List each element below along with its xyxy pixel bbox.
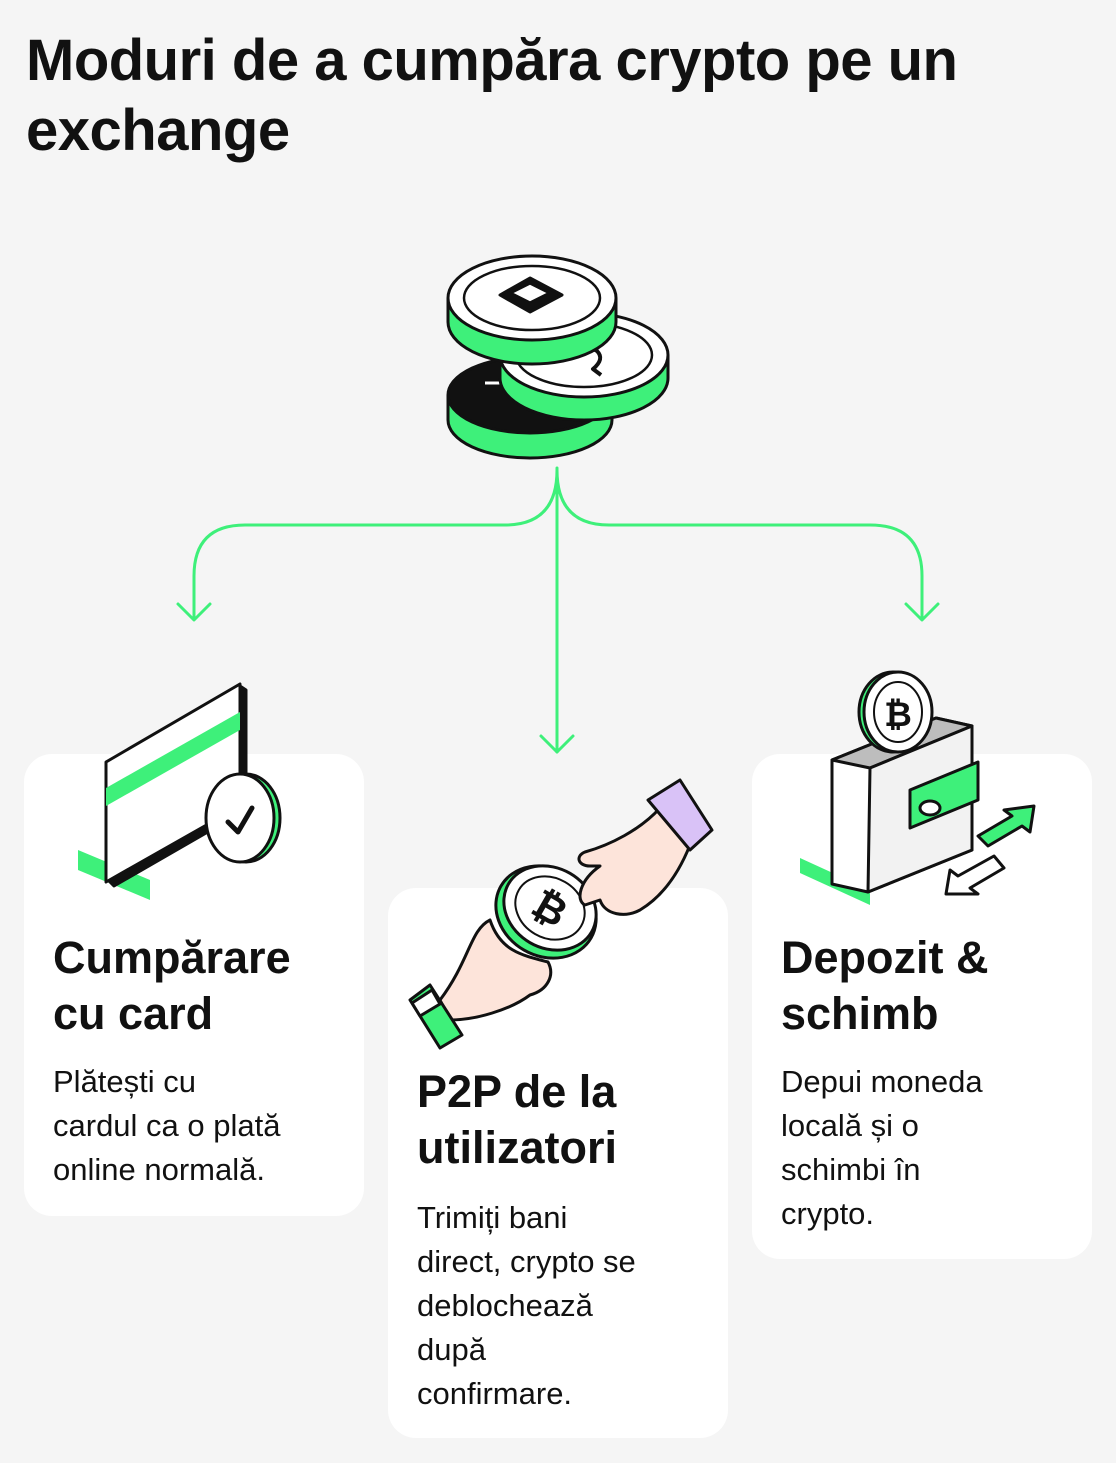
desc-line: direct, crypto se <box>417 1244 636 1279</box>
connector-arrows <box>176 466 940 754</box>
method-desc-p2p: Trimiți bani direct, crypto se deblochea… <box>417 1196 636 1416</box>
method-title-deposit: Depozit & schimb <box>781 930 989 1042</box>
desc-line: deblochează <box>417 1288 593 1323</box>
method-card-p2p <box>388 888 728 1438</box>
method-title-p2p: P2P de la utilizatori <box>417 1064 617 1176</box>
desc-line: Trimiți bani <box>417 1200 568 1235</box>
page-title: Moduri de a cumpăra crypto pe un exchang… <box>26 28 958 163</box>
desc-line: Depui moneda <box>781 1064 983 1099</box>
method-title-line2: schimb <box>781 988 939 1039</box>
method-title-line1: Cumpărare <box>53 932 291 983</box>
desc-line: crypto. <box>781 1196 875 1231</box>
desc-line: cardul ca o plată <box>53 1108 281 1143</box>
desc-line: după <box>417 1332 486 1367</box>
desc-line: online normală. <box>53 1152 265 1187</box>
method-title-line2: utilizatori <box>417 1122 617 1173</box>
desc-line: confirmare. <box>417 1376 573 1411</box>
desc-line: locală și o <box>781 1108 919 1143</box>
credit-card-check-icon <box>78 682 282 900</box>
desc-line: schimbi în <box>781 1152 921 1187</box>
method-desc-deposit: Depui moneda locală și o schimbi în cryp… <box>781 1060 983 1236</box>
wallet-exchange-icon: ₿ <box>800 670 1036 905</box>
desc-line: Plătești cu <box>53 1064 197 1099</box>
method-title-line2: cu card <box>53 988 214 1039</box>
method-title-line1: Depozit & <box>781 932 989 983</box>
crypto-coins-stack-icon <box>446 254 670 460</box>
method-title-card: Cumpărare cu card <box>53 930 291 1042</box>
method-title-line1: P2P de la <box>417 1066 617 1117</box>
method-desc-card: Plătești cu cardul ca o plată online nor… <box>53 1060 280 1192</box>
svg-text:₿: ₿ <box>884 695 912 735</box>
hands-bitcoin-icon: ₿ <box>408 778 714 1050</box>
